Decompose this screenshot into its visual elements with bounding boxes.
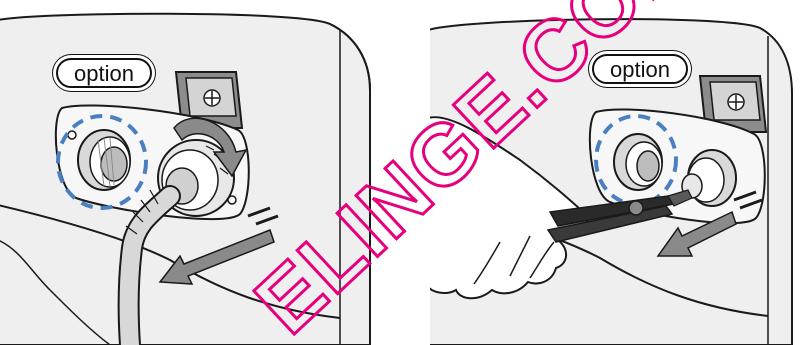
inlet-valve-left-right-panel [614, 134, 662, 190]
illustration-panel-left: option [0, 0, 386, 345]
inlet-valve-left [78, 130, 130, 190]
screw-icon [728, 94, 744, 110]
option-label-left: option [56, 58, 152, 88]
right-panel-drawing [430, 0, 801, 345]
screw-icon [204, 90, 220, 106]
illustration-panel-right: option [430, 0, 801, 345]
option-label-right: option [592, 54, 688, 84]
left-panel-drawing [0, 0, 386, 345]
